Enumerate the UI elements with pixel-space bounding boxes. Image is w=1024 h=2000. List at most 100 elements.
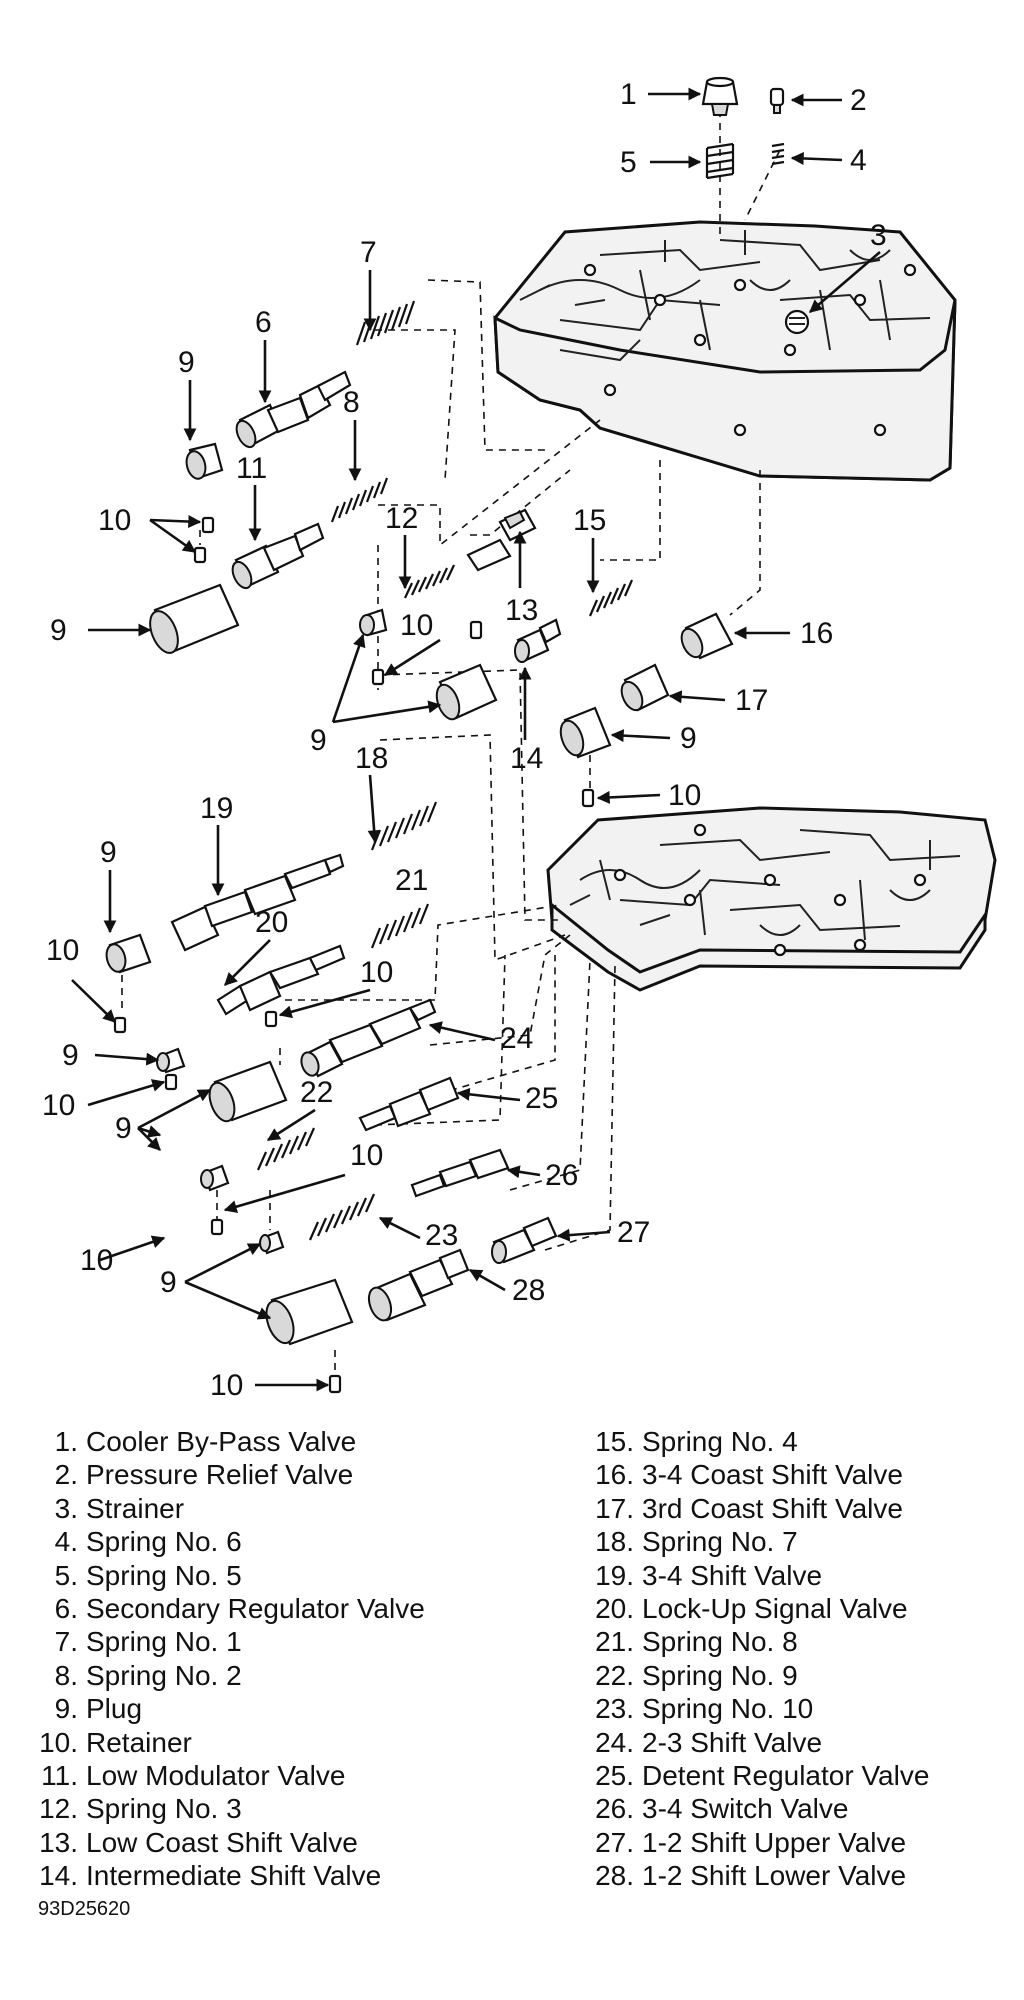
callout-24: 24 (500, 1022, 533, 1055)
legend-item: 12.Spring No. 3 (39, 1793, 242, 1825)
plug-small-center-part (359, 608, 483, 686)
legend-item: 20.Lock-Up Signal Valve (595, 1593, 908, 1625)
legend-item: 14.Intermediate Shift Valve (39, 1860, 382, 1892)
figure-code: 93D25620 (38, 1898, 131, 1920)
cooler-bypass-valve-part (701, 76, 739, 116)
spring-no-7-part (370, 801, 438, 851)
callout-15: 15 (573, 504, 606, 537)
legend-item: 25.Detent Regulator Valve (595, 1760, 930, 1792)
plug-center-part (435, 663, 498, 721)
spring-no-1-part (355, 300, 416, 346)
plug-right-part (559, 706, 612, 808)
leader-arrows (71, 87, 881, 1392)
callout-12: 12 (385, 502, 418, 535)
valve-body-exploded-diagram: 1 2 5 4 3 7 6 9 8 11 10 12 15 13 9 10 16… (42, 76, 997, 1400)
callout-28: 28 (512, 1274, 545, 1307)
lock-up-signal-valve-part (216, 944, 346, 1016)
retainer-lower-left-part (113, 1010, 278, 1091)
low-coast-shift-valve-part (466, 508, 537, 572)
legend-item: 1.Cooler By-Pass Valve (54, 1426, 357, 1457)
callout-9-f: 9 (62, 1039, 79, 1072)
legend-item: 3.Strainer (54, 1492, 185, 1524)
plug-large-lower-part (208, 1060, 288, 1123)
legend-item: 6.Secondary Regulator Valve (54, 1593, 425, 1625)
callout-10-i: 10 (210, 1369, 243, 1400)
callout-16: 16 (800, 617, 833, 650)
callout-7: 7 (360, 236, 377, 269)
legend-item: 17.3rd Coast Shift Valve (595, 1492, 903, 1524)
legend-item: 9.Plug (54, 1693, 143, 1725)
low-modulator-valve-part (231, 522, 325, 590)
callout-14: 14 (510, 742, 543, 775)
plug-bottom-large-part (265, 1278, 354, 1346)
legend-item: 22.Spring No. 9 (595, 1659, 798, 1691)
plug-lower-left-part (105, 933, 152, 974)
legend-item: 13.Low Coast Shift Valve (39, 1826, 358, 1858)
2-3-shift-valve-part (300, 998, 437, 1078)
retainer-bottom-part (328, 1374, 342, 1394)
callout-1: 1 (620, 78, 637, 111)
lower-valve-body (546, 806, 997, 992)
assembly-lines (121, 110, 781, 1375)
spring-no-2-part (330, 477, 389, 523)
legend-item: 21.Spring No. 8 (595, 1626, 798, 1658)
retainer-upper-part (193, 516, 215, 564)
callout-9-g: 9 (115, 1112, 132, 1145)
callout-10-e: 10 (360, 956, 393, 989)
callout-9-b: 9 (50, 614, 67, 647)
legend-item: 10.Retainer (39, 1726, 192, 1758)
callout-25: 25 (525, 1082, 558, 1115)
legend-item: 18.Spring No. 7 (595, 1526, 798, 1558)
callout-19: 19 (200, 792, 233, 825)
plug-large-left-part (149, 583, 240, 654)
spring-no-9-part (256, 1127, 316, 1171)
spring-no-6-part (771, 142, 785, 166)
callout-labels: 1 2 5 4 3 7 6 9 8 11 10 12 15 13 9 10 16… (42, 78, 887, 1400)
callout-22: 22 (300, 1076, 333, 1109)
callout-10-f: 10 (42, 1089, 75, 1122)
legend-item: 2.Pressure Relief Valve (54, 1459, 354, 1491)
callout-9-e: 9 (100, 836, 117, 869)
legend-item: 24.2-3 Shift Valve (595, 1726, 823, 1758)
legend-item: 19.3-4 Shift Valve (595, 1559, 823, 1591)
callout-13: 13 (505, 594, 538, 627)
callout-6: 6 (255, 306, 272, 339)
callout-9-c: 9 (310, 724, 327, 757)
callout-18: 18 (355, 742, 388, 775)
legend-item: 8.Spring No. 2 (54, 1659, 242, 1691)
pressure-relief-valve-part (769, 87, 785, 114)
callout-11: 11 (236, 452, 267, 485)
1-2-shift-upper-valve-part (491, 1216, 558, 1264)
callout-10-g: 10 (350, 1139, 383, 1172)
callout-26: 26 (545, 1159, 578, 1192)
plug-small-left-part (156, 1047, 186, 1074)
legend-item: 28.1-2 Shift Lower Valve (595, 1860, 907, 1892)
legend-item: 16.3-4 Coast Shift Valve (595, 1459, 903, 1491)
upper-valve-body (493, 220, 957, 482)
callout-4: 4 (850, 144, 867, 177)
callout-17: 17 (735, 684, 768, 717)
legend-item: 26.3-4 Switch Valve (595, 1793, 849, 1825)
callout-21: 21 (395, 864, 428, 897)
callout-20: 20 (255, 906, 288, 939)
spring-no-3-part (404, 564, 455, 599)
callout-10-a: 10 (98, 504, 131, 537)
intermediate-shift-valve-part (514, 618, 562, 663)
legend-item: 23.Spring No. 10 (595, 1693, 814, 1725)
spring-no-4-part (588, 579, 634, 617)
legend-item: 11.Low Modulator Valve (41, 1760, 346, 1792)
legend-right-column: 15.Spring No. 4 16.3-4 Coast Shift Valve… (580, 1425, 929, 1893)
secondary-regulator-valve-part (235, 370, 352, 449)
3-4-switch-valve-part (410, 1148, 510, 1198)
callout-10-d: 10 (46, 934, 79, 967)
1-2-shift-lower-valve-part (367, 1248, 470, 1322)
legend-item: 27.1-2 Shift Upper Valve (595, 1826, 907, 1858)
3rd-coast-shift-valve-part (620, 663, 670, 712)
callout-10-h: 10 (80, 1244, 113, 1277)
legend-item: 7.Spring No. 1 (54, 1626, 242, 1658)
spring-no-8-part (370, 903, 430, 949)
strainer-part (784, 309, 810, 335)
3-4-coast-shift-valve-part (680, 612, 734, 660)
callout-23: 23 (425, 1219, 458, 1252)
callout-5: 5 (620, 146, 637, 179)
